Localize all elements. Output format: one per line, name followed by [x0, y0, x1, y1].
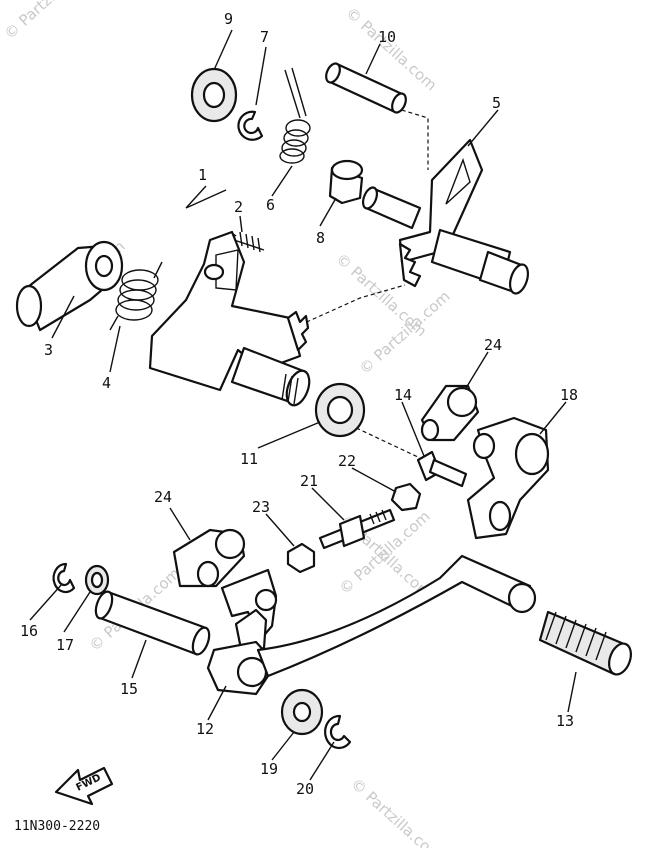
callout-7: 7 — [260, 28, 269, 46]
callout-19: 19 — [260, 760, 278, 778]
callout-14: 14 — [394, 386, 412, 404]
pivot-shaft-15 — [94, 590, 211, 656]
shift-arm-18 — [466, 416, 550, 540]
callout-23: 23 — [252, 498, 270, 516]
callouts: 9 7 10 5 1 6 2 8 3 4 24 14 18 11 22 21 2… — [20, 10, 578, 798]
circlip-16 — [52, 562, 76, 594]
washer-19 — [280, 688, 324, 736]
callout-21: 21 — [300, 472, 318, 490]
pin-10 — [325, 62, 407, 114]
shift-pedal-12 — [206, 554, 537, 696]
callout-6: 6 — [266, 196, 275, 214]
callout-17: 17 — [56, 636, 74, 654]
oil-seal-11 — [314, 382, 366, 438]
callout-20: 20 — [296, 780, 314, 798]
watermarks: © Partzilla.com © Partzilla.com © Partzi… — [1, 0, 454, 848]
bolt-14 — [416, 450, 468, 488]
callout-8: 8 — [316, 229, 325, 247]
washer-9 — [190, 67, 238, 123]
callout-3: 3 — [44, 341, 53, 359]
callout-1: 1 — [198, 166, 207, 184]
diagram-code: 11N300-2220 — [14, 819, 100, 834]
shift-arm-1 — [148, 230, 311, 407]
shift-shaft-5 — [361, 138, 530, 295]
pedal-rubber-13 — [538, 610, 632, 676]
assembly-line — [299, 284, 406, 326]
callout-22: 22 — [338, 452, 356, 470]
nut-23 — [286, 542, 316, 574]
callout-2: 2 — [234, 198, 243, 216]
assembly-line — [394, 107, 429, 170]
watermark: © Partzilla.com — [356, 287, 454, 378]
pawl-lever-3 — [15, 240, 124, 332]
callout-15: 15 — [120, 680, 138, 698]
circlip-20 — [323, 714, 352, 750]
callout-10: 10 — [378, 28, 396, 46]
callout-13: 13 — [556, 712, 574, 730]
assembly-line — [349, 424, 421, 459]
watermark: © Partzilla.com — [1, 0, 99, 43]
callout-9: 9 — [224, 10, 233, 28]
callout-4: 4 — [102, 374, 111, 392]
callout-24-upper: 24 — [484, 336, 502, 354]
callout-12: 12 — [196, 720, 214, 738]
circlip-7 — [237, 110, 264, 141]
callout-5: 5 — [492, 94, 501, 112]
fwd-arrow-icon: FWD — [54, 766, 114, 806]
tie-rod-21 — [318, 508, 396, 550]
callout-16: 16 — [20, 622, 38, 640]
callout-24-lower: 24 — [154, 488, 172, 506]
spring-4 — [109, 261, 163, 331]
joint-24-lower — [172, 528, 246, 588]
nut-22 — [390, 482, 422, 512]
joint-24-upper — [420, 384, 480, 442]
watermark: © Partzilla.com — [347, 775, 445, 848]
washer-17 — [84, 564, 110, 596]
callout-11: 11 — [240, 450, 258, 468]
spring-6 — [279, 67, 311, 164]
leader-lines — [29, 29, 577, 781]
collar-8 — [328, 159, 364, 205]
callout-18: 18 — [560, 386, 578, 404]
